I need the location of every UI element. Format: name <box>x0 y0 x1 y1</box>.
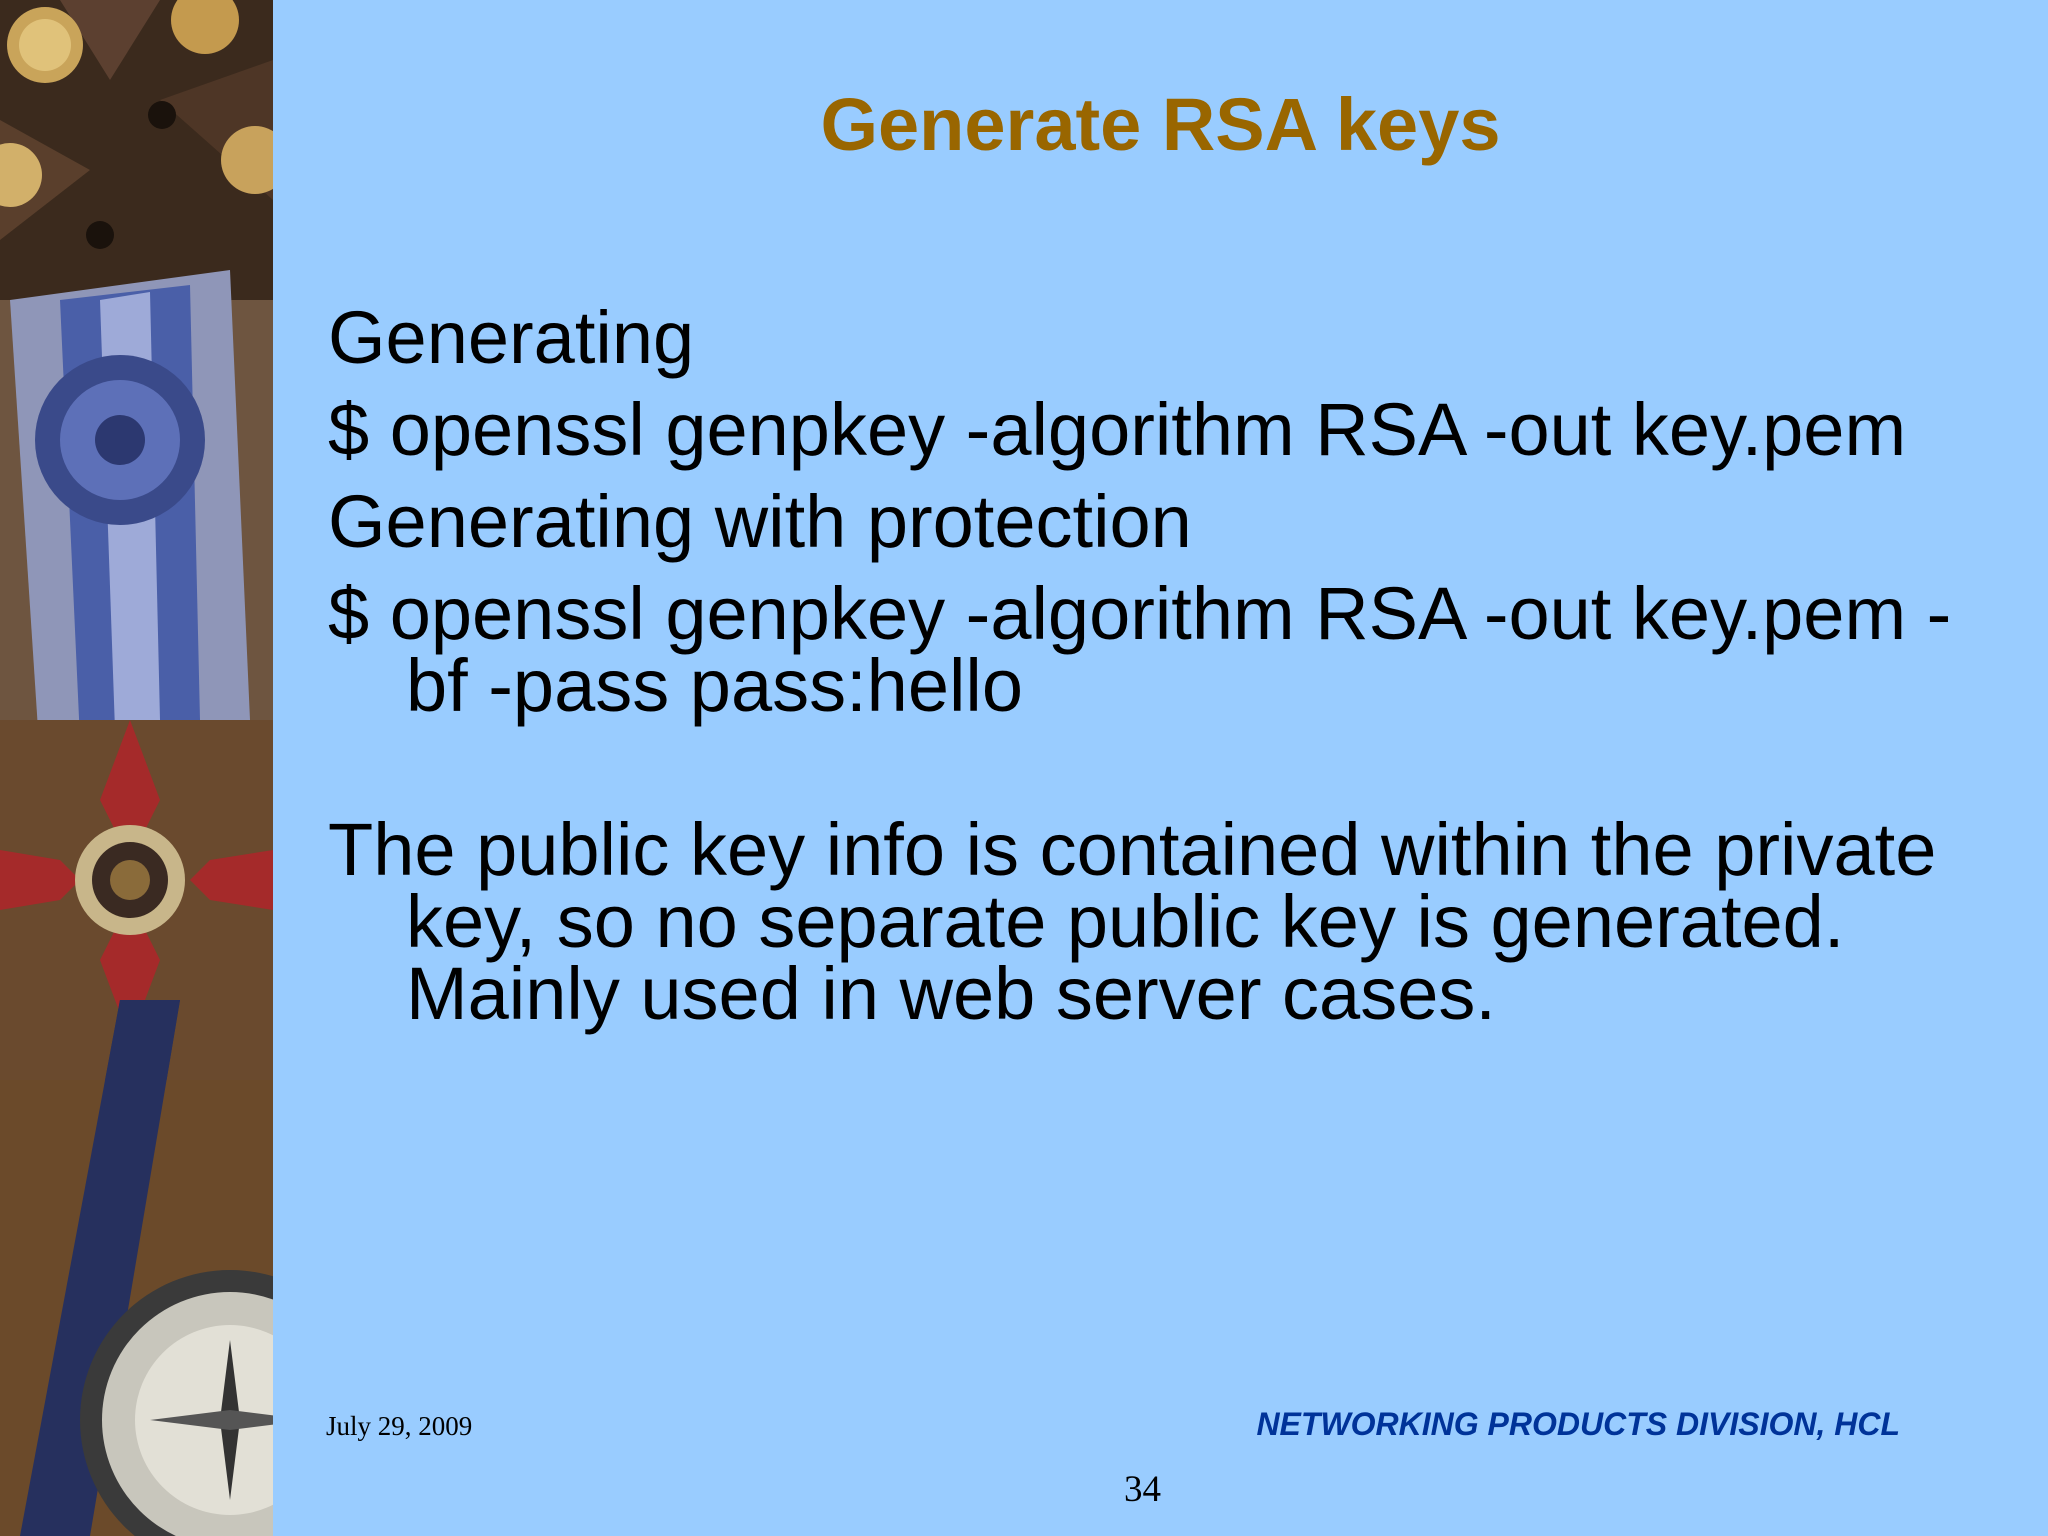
slide-title: Generate RSA keys <box>820 83 1501 166</box>
body-paragraph-public-key-info: The public key info is contained within … <box>328 808 1937 1035</box>
footer-date: July 29, 2009 <box>326 1411 473 1441</box>
body-paragraph-generating: Generating <box>328 296 695 379</box>
footer-organization: NETWORKING PRODUCTS DIVISION, HCL <box>1256 1406 1900 1442</box>
slide-body: Generating $ openssl genpkey -algorithm … <box>328 296 2008 1050</box>
body-command-generate-protected: $ openssl genpkey -algorithm RSA -out ke… <box>328 572 1952 727</box>
medals-image <box>0 0 273 1536</box>
decorative-medals-photo <box>0 0 273 1536</box>
body-paragraph-generating-protection: Generating with protection <box>328 480 1192 563</box>
page-number: 34 <box>1124 1469 1161 1510</box>
body-command-generate: $ openssl genpkey -algorithm RSA -out ke… <box>328 388 1907 471</box>
